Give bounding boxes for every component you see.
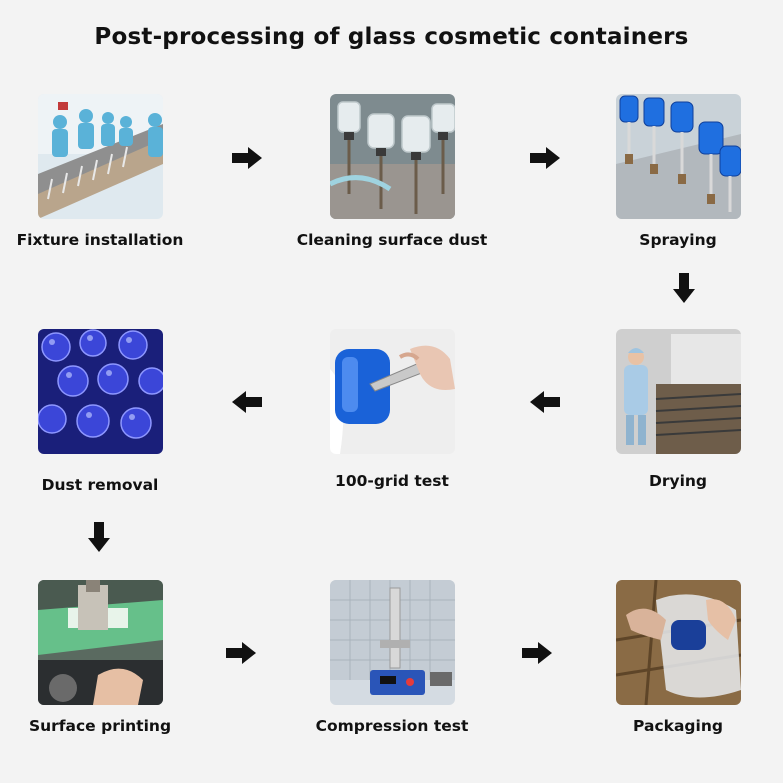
arrow-left-icon <box>232 387 262 417</box>
step-label: Drying <box>648 472 708 490</box>
cleaning-surface-dust-photo <box>329 94 455 219</box>
arrow-right-icon <box>232 143 262 173</box>
step-drying: Drying <box>578 329 778 490</box>
step-cleaning-surface-dust: Cleaning surface dust <box>292 94 492 249</box>
step-label: Surface printing <box>28 717 172 735</box>
diagram-title: Post-processing of glass cosmetic contai… <box>94 24 689 50</box>
packaging-photo <box>615 580 741 705</box>
step-label: Dust removal <box>41 476 159 494</box>
fixture-installation-photo <box>37 94 163 219</box>
dust-removal-photo <box>37 329 163 454</box>
arrow-down-icon <box>669 273 699 303</box>
arrow-right-icon <box>226 638 256 668</box>
arrow-right-icon <box>522 638 552 668</box>
grid-test-photo <box>329 329 455 454</box>
step-compression-test: Compression test <box>292 580 492 735</box>
step-label: Cleaning surface dust <box>296 231 488 249</box>
spraying-photo <box>615 94 741 219</box>
compression-test-photo <box>329 580 455 705</box>
drying-photo <box>615 329 741 454</box>
step-100-grid-test: 100-grid test <box>292 329 492 490</box>
step-label: Packaging <box>633 717 723 735</box>
arrow-left-icon <box>530 387 560 417</box>
step-label: Compression test <box>315 717 469 735</box>
step-label: Fixture installation <box>16 231 184 249</box>
step-label: Spraying <box>639 231 717 249</box>
step-spraying: Spraying <box>578 94 778 249</box>
surface-printing-photo <box>37 580 163 705</box>
step-fixture-installation: Fixture installation <box>0 94 200 249</box>
arrow-down-icon <box>84 522 114 552</box>
step-surface-printing: Surface printing <box>0 580 200 735</box>
arrow-right-icon <box>530 143 560 173</box>
step-packaging: Packaging <box>578 580 778 735</box>
step-label: 100-grid test <box>335 472 449 490</box>
step-dust-removal: Dust removal <box>0 329 200 494</box>
